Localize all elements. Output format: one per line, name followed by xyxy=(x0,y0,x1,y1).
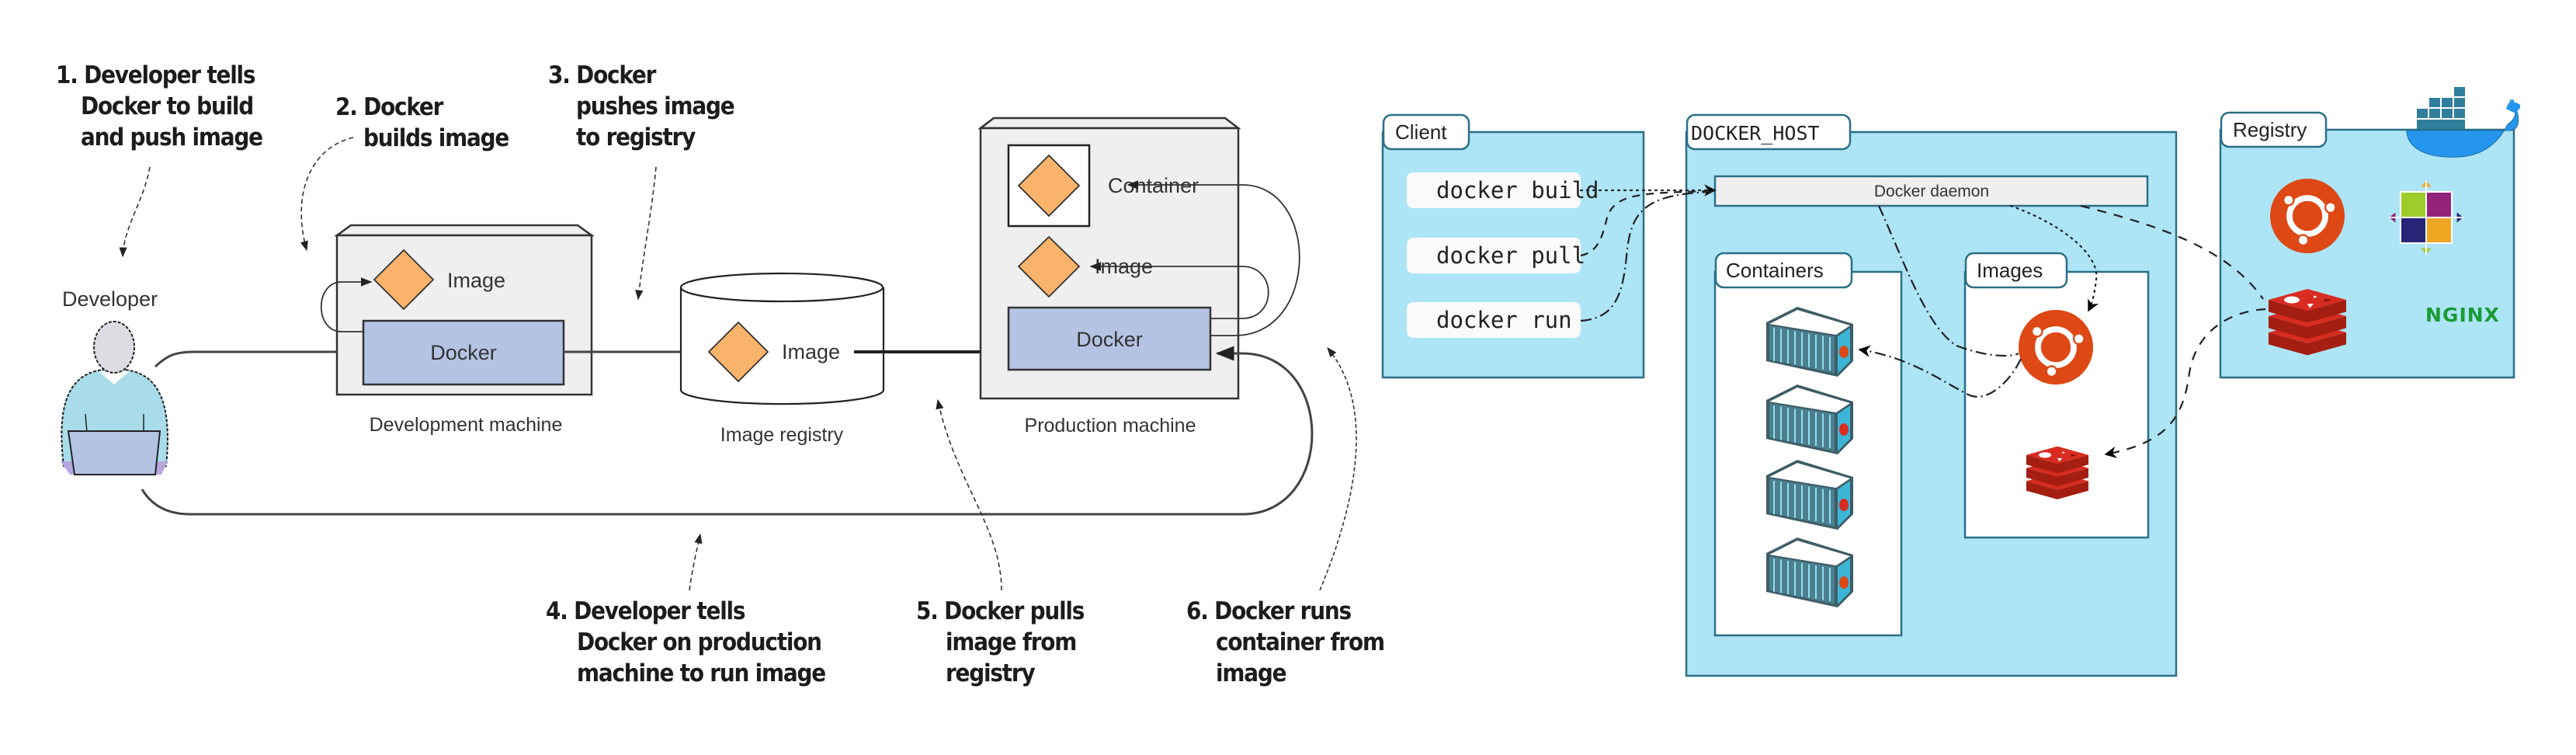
connector-daemon-to-images-build xyxy=(2009,204,2099,312)
connector-ubuntu-image-to-container xyxy=(1858,345,2022,398)
ubuntu-badge-icon xyxy=(1839,576,1849,589)
registry-redis-icon xyxy=(2269,289,2346,356)
connector-run xyxy=(1580,190,1713,322)
annotation-step6: 6. Docker runs container from image xyxy=(1186,597,1385,687)
svg-text:5. Docker pulls: 5. Docker pulls xyxy=(916,597,1085,625)
dev-docker-label: Docker xyxy=(430,341,497,364)
production-machine-caption: Production machine xyxy=(1025,415,1196,437)
container-item-ubuntu xyxy=(1766,307,1853,377)
svg-text:docker pull: docker pull xyxy=(1436,242,1585,269)
container-item-redis xyxy=(1766,460,1853,530)
svg-text:image: image xyxy=(1216,659,1286,687)
command-docker-run[interactable]: docker run xyxy=(1407,302,1581,338)
connector-pull xyxy=(1580,190,1716,257)
svg-text:machine to run image: machine to run image xyxy=(577,659,825,687)
connector-registry-redis-to-images xyxy=(2104,308,2266,458)
svg-text:and push image: and push image xyxy=(81,124,262,151)
annotation-step3: 3. Docker pushes image to registry xyxy=(548,61,735,151)
svg-text:6. Docker runs: 6. Docker runs xyxy=(1186,597,1352,625)
container-item-ubuntu xyxy=(1766,538,1853,607)
svg-text:container from: container from xyxy=(1216,628,1384,656)
annotation-step1: 1. Developer tells Docker to build and p… xyxy=(56,61,263,151)
image-registry: Image xyxy=(679,272,885,405)
annotation-step4: 4. Developer tells Docker on production … xyxy=(546,597,826,687)
connector-daemon-to-ubuntu-image xyxy=(1878,205,2019,357)
developer-icon xyxy=(61,321,168,475)
registry-image-label: Image xyxy=(782,340,840,364)
svg-text:pushes image: pushes image xyxy=(576,92,734,120)
svg-text:docker run: docker run xyxy=(1436,307,1572,333)
svg-text:1. Developer tells: 1. Developer tells xyxy=(56,61,255,89)
nginx-logo-icon: NGINX xyxy=(2425,304,2500,326)
image-registry-caption: Image registry xyxy=(720,424,844,446)
dev-docker-box xyxy=(362,319,565,386)
svg-text:builds image: builds image xyxy=(363,124,509,152)
svg-text:image from: image from xyxy=(946,628,1076,656)
images-title: Images xyxy=(1977,259,2043,282)
annotation-step5: 5. Docker pulls image from registry xyxy=(916,597,1085,687)
annotation-step2: 2. Docker builds image xyxy=(335,93,510,152)
svg-text:Docker on production: Docker on production xyxy=(577,628,821,656)
registry-centos-icon xyxy=(2389,180,2463,255)
annotation-pointer-1 xyxy=(119,166,151,258)
dev-image-label: Image xyxy=(447,269,505,292)
flow-docker-pulls-image xyxy=(1089,262,1269,319)
docker-daemon-bar: Docker daemon xyxy=(1713,175,2149,207)
production-machine: Container Image Docker xyxy=(977,117,1241,400)
docker-daemon-label: Docker daemon xyxy=(1874,183,1989,200)
prod-docker-box xyxy=(1007,306,1212,371)
containers-title: Containers xyxy=(1726,259,1824,282)
svg-text:4. Developer tells: 4. Developer tells xyxy=(546,597,745,625)
redis-badge-icon xyxy=(1839,423,1849,436)
development-machine-caption: Development machine xyxy=(370,414,563,436)
prod-image-diamond-icon xyxy=(1017,235,1081,298)
container-item-redis xyxy=(1766,384,1853,454)
flow-docker-builds-image xyxy=(320,277,373,332)
flow-developer-to-dev-docker xyxy=(154,344,364,368)
ubuntu-badge-icon xyxy=(1839,346,1849,358)
svg-text:registry: registry xyxy=(946,659,1035,687)
flow-developer-to-prod-docker xyxy=(141,346,1314,516)
registry-title: Registry xyxy=(2233,118,2307,141)
svg-text:2. Docker: 2. Docker xyxy=(335,93,444,121)
redis-image-icon xyxy=(2026,446,2088,499)
client-title: Client xyxy=(1395,120,1447,144)
svg-text:3. Docker: 3. Docker xyxy=(548,61,657,89)
svg-text:docker build: docker build xyxy=(1436,177,1599,204)
registry-ubuntu-icon xyxy=(2270,179,2345,253)
image-diamond-icon xyxy=(373,249,435,311)
annotation-pointer-5 xyxy=(936,398,1002,591)
annotation-pointer-3 xyxy=(635,166,657,301)
annotation-pointer-6 xyxy=(1319,347,1357,591)
flow-docker-runs-container xyxy=(1127,180,1300,336)
container-label: Container xyxy=(1108,174,1199,197)
docker-whale-icon xyxy=(2406,87,2521,158)
svg-text:Docker to build: Docker to build xyxy=(81,92,253,120)
command-docker-build[interactable]: docker build xyxy=(1407,172,1599,208)
docker-host-title: DOCKER_HOST xyxy=(1691,122,1820,144)
container-image-diamond-icon xyxy=(1017,154,1081,217)
ubuntu-image-icon xyxy=(2019,310,2093,384)
annotation-pointer-2 xyxy=(300,137,354,252)
development-machine: Image Docker xyxy=(320,224,595,396)
redis-badge-icon xyxy=(1839,499,1849,511)
registry-image-diamond-icon xyxy=(707,321,769,383)
command-docker-pull[interactable]: docker pull xyxy=(1407,238,1585,273)
svg-text:to registry: to registry xyxy=(576,124,696,151)
developer-label: Developer xyxy=(62,287,158,311)
prod-docker-label: Docker xyxy=(1076,328,1143,351)
annotation-pointer-4 xyxy=(689,533,703,591)
